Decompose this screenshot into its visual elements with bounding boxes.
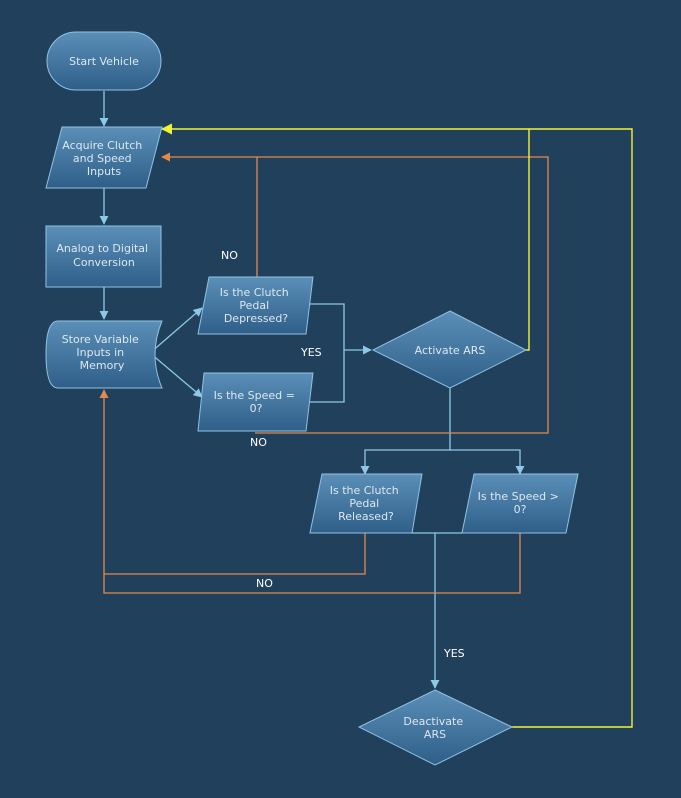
acquire-inputs-label: Acquire Clutch and Speed Inputs bbox=[62, 139, 145, 178]
speed-no-label: NO bbox=[250, 436, 267, 449]
edge-release-no-loop bbox=[99, 389, 366, 575]
deactivate-ars-label: Deactivate ARS bbox=[403, 715, 466, 741]
release-no-label: NO bbox=[256, 577, 273, 590]
edge-store-to-clutch-depressed bbox=[149, 307, 203, 354]
adc-label: Analog to Digital Conversion bbox=[56, 242, 151, 269]
store-memory-label: Store Variable Inputs in Memory bbox=[62, 333, 143, 372]
edge-speed-gt-no-loop bbox=[103, 533, 521, 594]
edge-labels: NO YES NO NO YES bbox=[221, 249, 465, 660]
node-labels: Start Vehicle Acquire Clutch and Speed I… bbox=[56, 55, 563, 741]
start-vehicle-terminal bbox=[46, 31, 162, 91]
adc-process-box bbox=[45, 225, 162, 288]
clutch-no-label: NO bbox=[221, 249, 238, 262]
acquire-inputs-parallelogram bbox=[45, 126, 163, 189]
clutch-depressed-decision bbox=[197, 276, 314, 335]
store-memory-shape bbox=[45, 320, 163, 389]
connectors bbox=[99, 91, 633, 728]
edge-activate-return bbox=[160, 123, 530, 351]
edge-activate-to-clutch-released bbox=[360, 388, 451, 475]
edge-clutch-no-loop bbox=[161, 152, 258, 277]
clutch-depressed-label: Is the Clutch Pedal Depressed? bbox=[220, 286, 293, 325]
activate-ars-diamond bbox=[371, 310, 528, 389]
speed-zero-decision bbox=[197, 372, 314, 432]
yes-activate-label: YES bbox=[300, 346, 322, 359]
edge-store-to-speed-zero bbox=[149, 352, 203, 398]
speed-gt-zero-decision bbox=[461, 473, 579, 534]
start-vehicle-label: Start Vehicle bbox=[69, 55, 139, 68]
edge-yes-merge bbox=[306, 303, 345, 403]
activate-ars-label: Activate ARS bbox=[415, 344, 486, 357]
speed-zero-label: Is the Speed = 0? bbox=[214, 389, 299, 415]
edge-activate-to-speed-gt-zero bbox=[450, 449, 525, 475]
yes-deactivate-label: YES bbox=[443, 647, 465, 660]
deactivate-ars-diamond bbox=[357, 689, 514, 766]
shapes bbox=[45, 31, 579, 766]
clutch-released-label: Is the Clutch Pedal Released? bbox=[330, 484, 403, 523]
edge-deactivate-return bbox=[512, 128, 633, 728]
edge-speed-no-loop bbox=[255, 156, 549, 434]
edge-yes-to-deactivate bbox=[412, 532, 440, 689]
clutch-released-decision bbox=[309, 473, 423, 534]
speed-gt-zero-label: Is the Speed > 0? bbox=[478, 490, 563, 516]
